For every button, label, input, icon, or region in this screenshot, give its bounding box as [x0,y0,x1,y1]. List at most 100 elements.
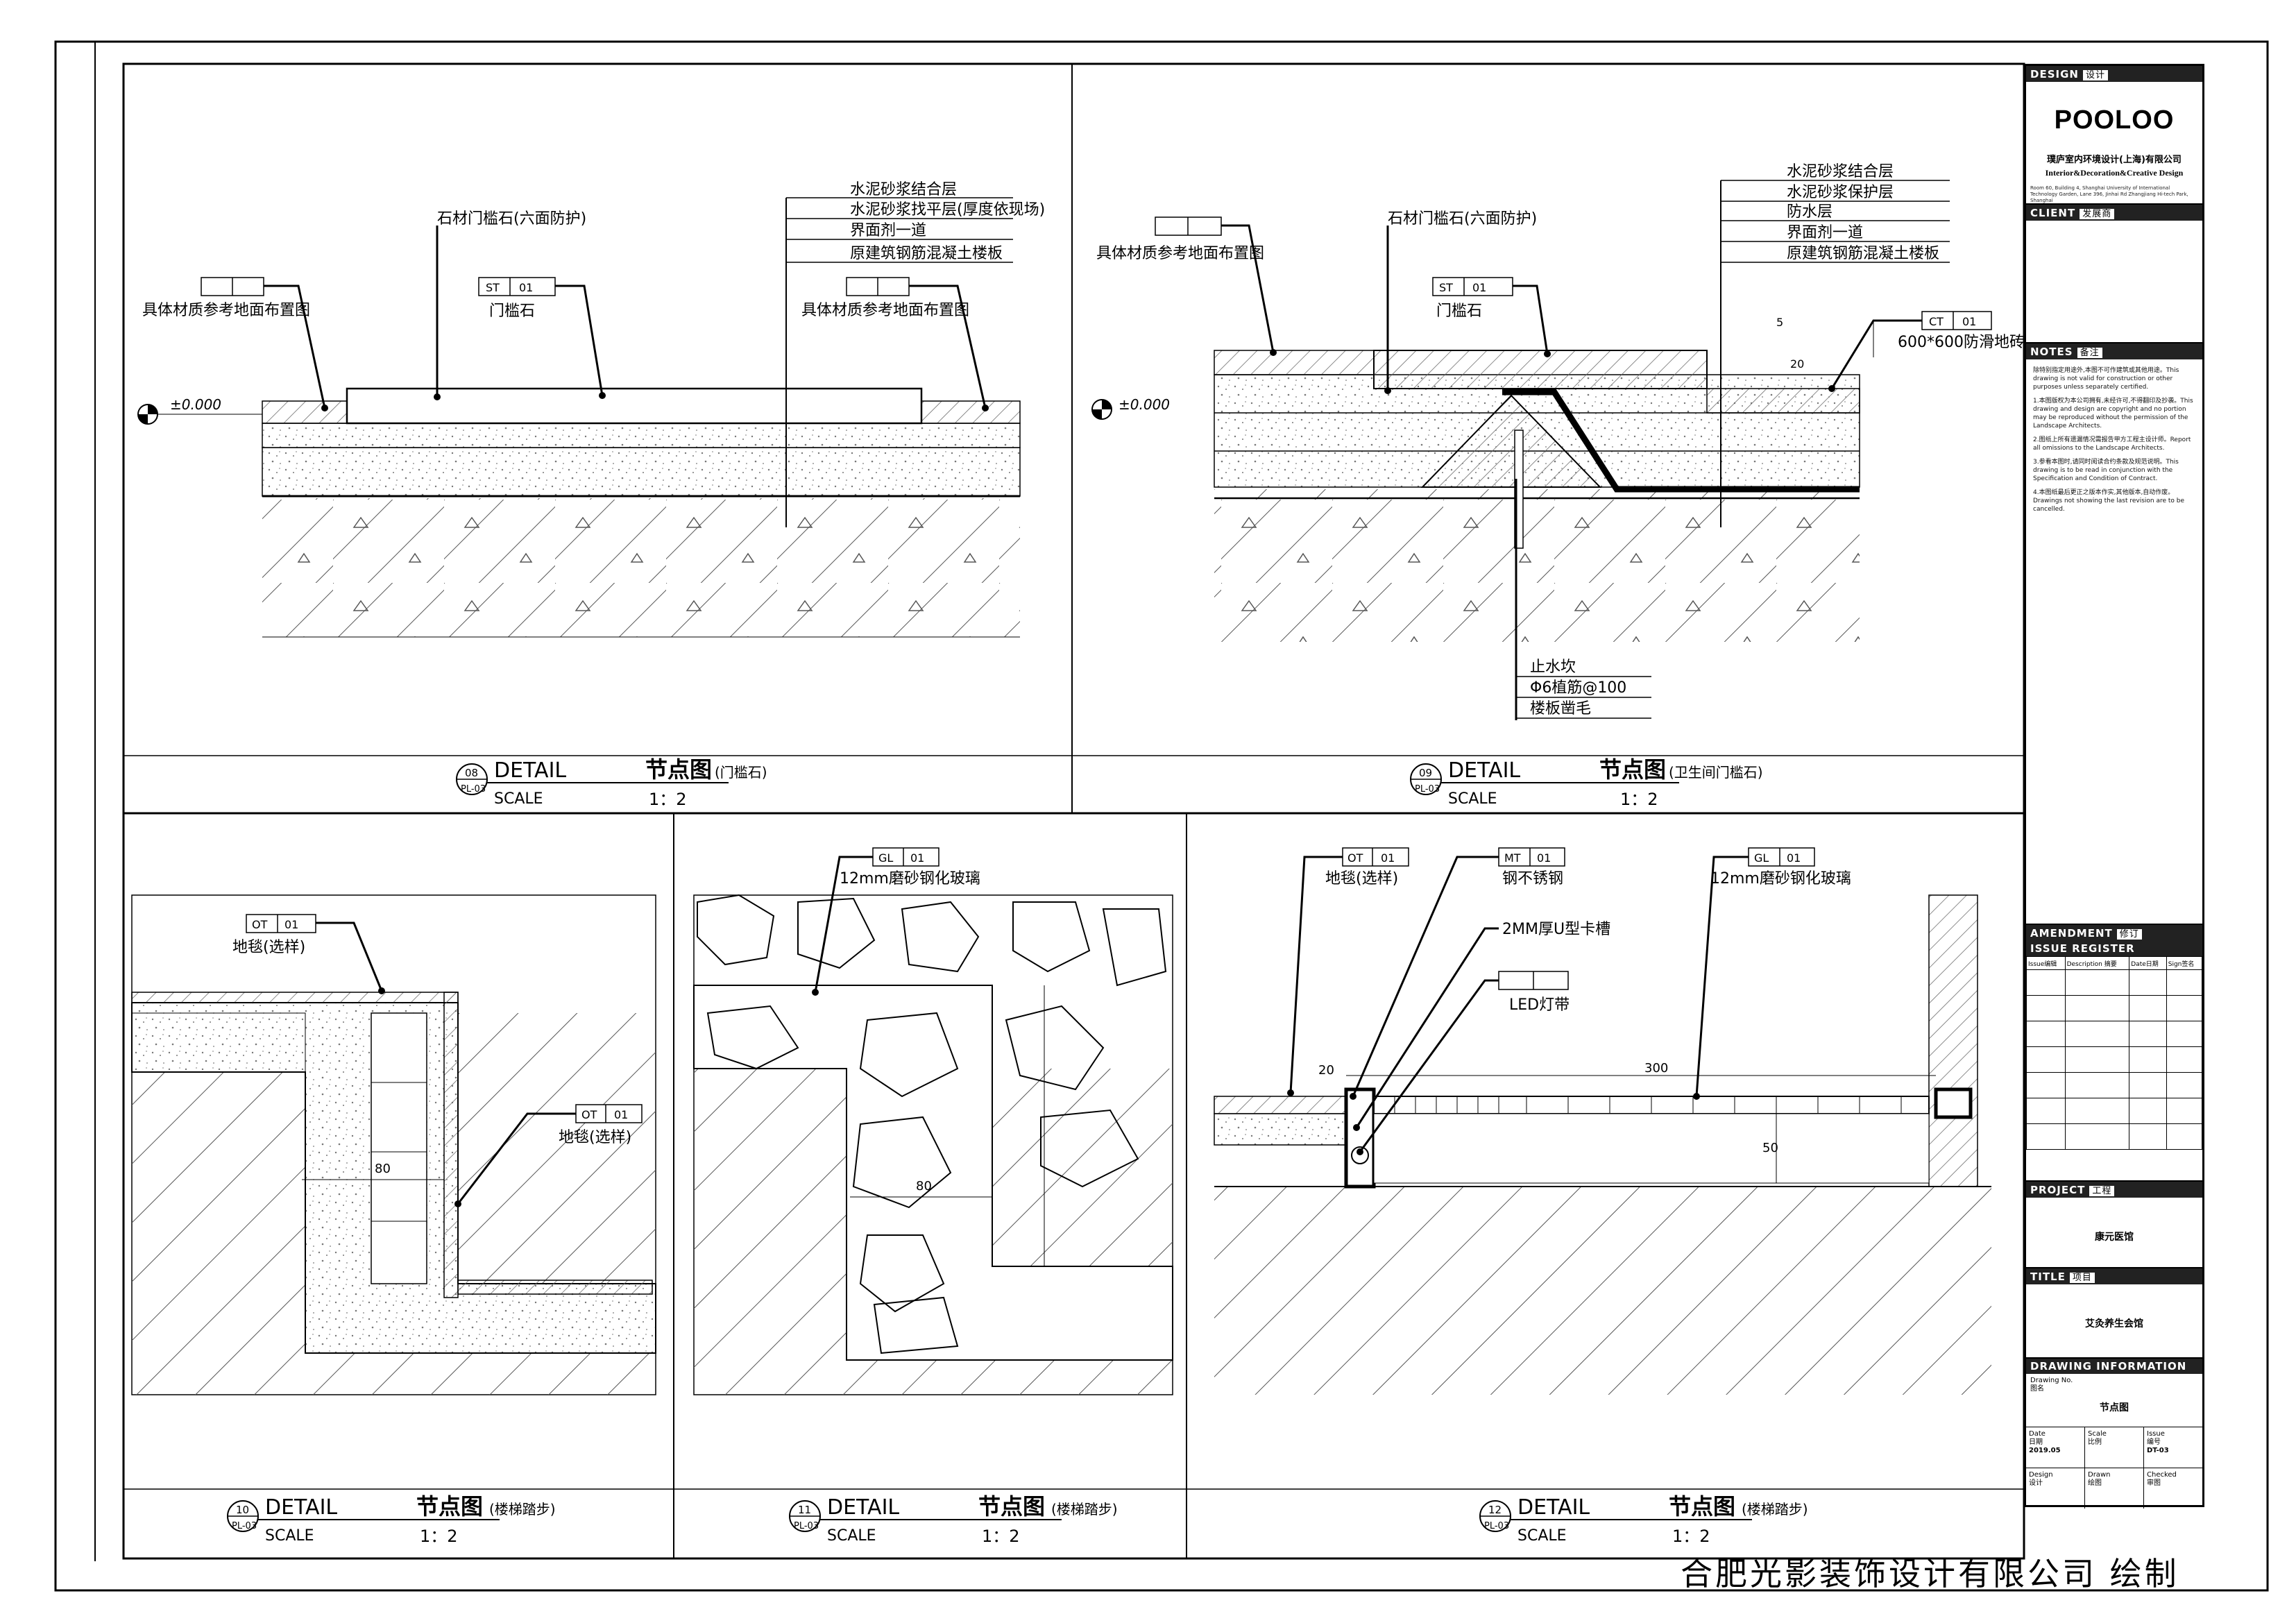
amend-header: AMENDMENT [2030,927,2113,940]
tag-ot: OT [1347,851,1363,865]
layer-label-3: 防水层 [1787,203,1832,221]
layer-label-1: 水泥砂浆结合层 [850,181,957,198]
detail-scale: 1：2 [420,1527,458,1546]
carpet-label-top: 地毯(选样) [232,939,305,956]
amend-col-date: Date日期 [2129,956,2167,970]
detail-ref: PL-03 [232,1521,257,1531]
detail-scale: 1：2 [649,790,687,809]
client-header: CLIENT [2030,207,2076,219]
tile-label: 600*600防滑地砖 [1898,334,2025,351]
drawing-no-label: Drawing No. [2030,1377,2073,1384]
detail-sub: (楼梯踏步) [489,1501,556,1518]
issue-label-cn: 编号 [2147,1438,2161,1446]
ref-label-right: 具体材质参考地面布置图 [801,302,969,319]
detail-ref: PL-03 [1415,784,1440,794]
dim-300: 300 [1644,1061,1668,1076]
layer-label-2: 水泥砂浆找平层(厚度依现场) [850,201,1045,219]
scale-word: SCALE [494,790,543,808]
drawing-no-label-cn: 图名 [2030,1385,2044,1393]
company-en: Interior&Decoration&Creative Design [2045,168,2184,178]
project-name: 康元医馆 [2095,1232,2134,1243]
tag-st-num: 01 [1472,281,1486,294]
ref-label: 具体材质参考地面布置图 [1096,245,1264,262]
detail-sub: (卫生间门槛石) [1669,764,1763,781]
tag2-num: 01 [614,1108,628,1121]
detail-scale: 1：2 [1672,1527,1710,1546]
dim-50: 50 [1762,1141,1778,1155]
stone-label: 石材门槛石(六面防护) [437,210,586,228]
scale-label-cn: 比例 [2088,1438,2102,1446]
date-label-cn: 日期 [2029,1438,2043,1446]
detail-11: 80 GL 01 12mm磨砂钢化玻璃 11 PL-03 DETAIL SCAL… [693,847,1173,1546]
amend-col-sign: Sign签名 [2166,956,2203,970]
threshold-label: 门槛石 [489,303,535,320]
company-address: Room 60, Building 4, Shanghai University… [2030,185,2188,203]
dim-20: 20 [1790,357,1804,371]
detail-num: 09 [1419,767,1432,779]
detail-num: 08 [465,767,478,779]
detail-09: ±0.000 水泥砂浆结合层 水泥砂浆保护层 防水层 界面剂一道 原建筑钢筋混凝… [1091,163,2025,809]
detail-ref: PL-03 [794,1521,819,1531]
detail-title: 节点图 [645,756,712,783]
design-label-cn: 设计 [2029,1479,2043,1487]
bottom-layer-3: 楼板凿毛 [1530,700,1591,717]
bottom-layer-2: Φ6植筋@100 [1530,679,1626,697]
detail-word: DETAIL [265,1495,337,1520]
bottom-layer-1: 止水坎 [1530,658,1576,676]
steel-label: 钢不锈钢 [1502,870,1563,887]
detail-sub: (门槛石) [715,764,767,781]
layer-label-5: 原建筑钢筋混凝土楼板 [1787,245,1939,262]
scale-label: Scale [2088,1430,2107,1438]
drawing-info-section: DRAWING INFORMATION Drawing No.图名 节点图 Da… [2026,1359,2202,1509]
design-header: DESIGN [2030,68,2079,80]
drawn-label-cn: 绘图 [2088,1479,2102,1487]
dim-80: 80 [916,1179,932,1193]
dim-80: 80 [375,1162,391,1176]
carpet-label: 地毯(选样) [1325,870,1398,887]
detail-word: DETAIL [827,1495,899,1520]
scale-word: SCALE [827,1527,876,1545]
design-label: Design [2029,1471,2053,1479]
brand-logo: POOLOO [2054,105,2175,135]
project-header: PROJECT [2030,1184,2086,1196]
tag-ot-num: 01 [1381,851,1395,865]
detail-sub: (楼梯踏步) [1051,1501,1118,1518]
threshold-label: 门槛石 [1436,303,1482,320]
tag-mt: MT [1504,851,1521,865]
detail-12: 20 300 50 OT 01 地毯(选样) MT 01 钢不锈钢 2MM厚U型… [1214,847,1991,1546]
tag: GL [878,851,893,865]
ref-label-left: 具体材质参考地面布置图 [142,302,310,319]
amend-col-desc: Description 摘要 [2064,956,2130,970]
drawn-label: Drawn [2088,1471,2111,1479]
tag-ct-num: 01 [1962,315,1976,328]
tag: OT [252,918,268,931]
detail-num: 10 [236,1504,249,1516]
dim-5: 5 [1776,316,1783,329]
detail-10: 80 OT 01 地毯(选样) OT 01 地毯(选样) 10 PL-03 DE… [131,894,656,1546]
amend-col-issue: Issue编辑 [2026,956,2066,970]
note-3: 3.参看本图时,请同时阅读合约条款及规范说明。This drawing is t… [2033,459,2179,482]
tag2: OT [581,1108,597,1121]
detail-title: 节点图 [1669,1493,1735,1520]
detail-title: 节点图 [416,1493,483,1520]
detail-word: DETAIL [1517,1495,1590,1520]
note-2: 2.图纸上所有遗漏情况需报告甲方工程主设计师。Report all omissi… [2033,436,2191,452]
project-header-cn: 工程 [2089,1186,2115,1196]
stone-label: 石材门槛石(六面防护) [1388,210,1537,228]
tag-num: 01 [284,918,298,931]
tag-ct: CT [1929,315,1944,328]
scale-word: SCALE [1448,790,1497,808]
tag-st: ST [1439,281,1453,294]
layer-label-4: 原建筑钢筋混凝土楼板 [850,245,1003,262]
glass-label: 12mm磨砂钢化玻璃 [840,870,980,887]
note-0: 除特别指定用途外,本图不可作建筑或其他用途。This drawing is no… [2033,367,2179,391]
title-header-cn: 项目 [2069,1273,2095,1283]
issue-value: DT-03 [2147,1447,2169,1454]
glass-label: 12mm磨砂钢化玻璃 [1710,870,1851,887]
